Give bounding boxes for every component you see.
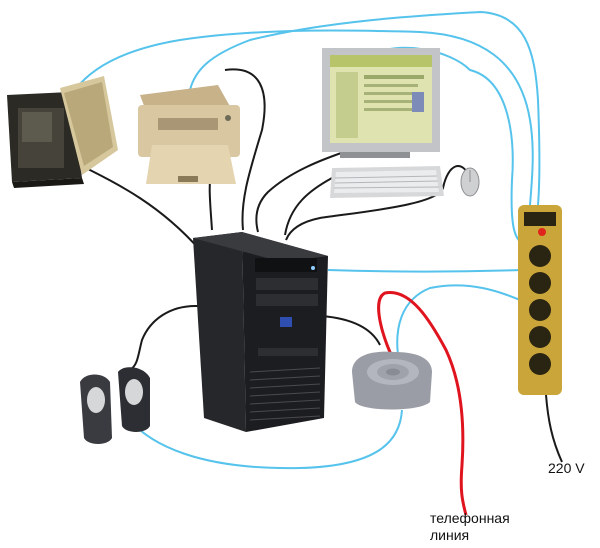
cable-printer [224, 68, 266, 231]
scanner-icon [7, 76, 118, 188]
printer-icon [138, 85, 240, 184]
modem-icon [352, 351, 432, 410]
cable-scanner [79, 164, 201, 251]
monitor-icon [322, 48, 440, 158]
power-cable-speakers [127, 409, 403, 470]
power-cables [74, 10, 541, 470]
system-unit-icon [193, 232, 328, 432]
cable-mouse [285, 165, 471, 241]
keyboard-icon [330, 166, 444, 198]
power-cable-modem [396, 284, 521, 356]
power-voltage-label: 220 V [548, 460, 585, 476]
speakers-icon [80, 367, 150, 444]
power-cable-printer [189, 10, 541, 206]
cable-modem [321, 315, 381, 346]
power-cable-scanner [74, 29, 534, 206]
phone-line-label-1: телефонная [430, 510, 510, 526]
mouse-icon [460, 167, 480, 197]
cable-220v [545, 394, 563, 463]
cable-speakers [129, 304, 199, 371]
power-strip-icon [518, 205, 562, 395]
cable-monitor [255, 149, 351, 233]
data-cables [79, 68, 563, 463]
cable-keyboard [284, 177, 333, 236]
phone-line-label-2: линия [430, 527, 470, 543]
phone-line-cable [377, 291, 468, 516]
power-cable-system-unit [327, 269, 521, 273]
